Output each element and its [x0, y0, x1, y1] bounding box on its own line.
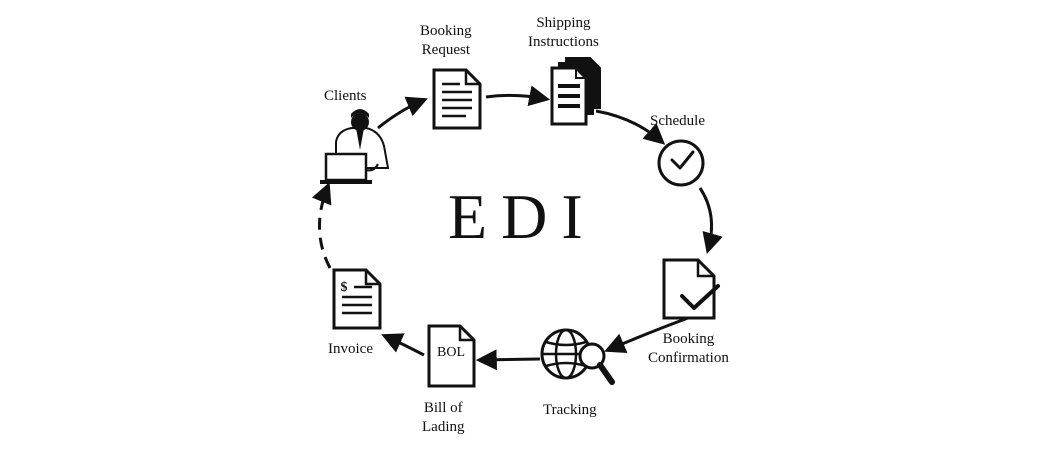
- booking-confirmation-label: Booking Confirmation: [648, 330, 729, 368]
- booking-request-label-line-1: Booking: [420, 23, 472, 39]
- bill-of-lading-label-line-2: Lading: [422, 419, 465, 435]
- arrow-clients-to-booking-request: [377, 96, 428, 130]
- arrow-schedule-to-booking-confirmation: [698, 187, 723, 255]
- invoice-document-icon: $: [332, 268, 382, 330]
- stacked-documents-icon: [550, 57, 601, 126]
- arrow-tracking-to-bill-of-lading: [475, 349, 541, 371]
- shipping-instructions-label: Shipping Instructions: [528, 14, 599, 52]
- bol-document-icon: BOL: [427, 324, 476, 388]
- booking-request-label-line-2: Request: [421, 42, 470, 58]
- person-at-laptop-icon: [320, 109, 390, 184]
- bol-document-label: BOL: [437, 345, 465, 360]
- bill-of-lading-label: Bill of Lading: [422, 399, 465, 437]
- arrow-bill-of-lading-to-invoice: [381, 333, 425, 357]
- shipping-instructions-label-line-2: Instructions: [528, 34, 599, 50]
- arrow-booking-confirmation-to-tracking: [604, 316, 689, 354]
- clients-label: Clients: [324, 88, 367, 104]
- invoice-label: Invoice: [328, 341, 373, 357]
- shipping-instructions-label-line-1: Shipping: [536, 15, 591, 31]
- invoice-dollar-symbol: $: [341, 280, 348, 295]
- bill-of-lading-label-line-1: Bill of: [423, 400, 463, 416]
- clock-icon: [657, 139, 705, 187]
- document-icon: [432, 68, 482, 130]
- schedule-label: Schedule: [650, 113, 705, 129]
- booking-confirmation-label-line-2: Confirmation: [648, 350, 729, 366]
- arrow-invoice-to-clients-dashed: [311, 182, 332, 269]
- document-checkmark-icon: [662, 258, 720, 320]
- globe-magnifier-icon: [540, 328, 615, 385]
- tracking-label: Tracking: [543, 402, 597, 418]
- booking-request-label: Booking Request: [420, 22, 472, 60]
- arrow-booking-request-to-shipping-instructions: [485, 85, 551, 107]
- booking-confirmation-label-line-1: Booking: [662, 331, 715, 347]
- arrow-shipping-instructions-to-schedule: [595, 109, 666, 145]
- center-title: EDI: [448, 181, 597, 252]
